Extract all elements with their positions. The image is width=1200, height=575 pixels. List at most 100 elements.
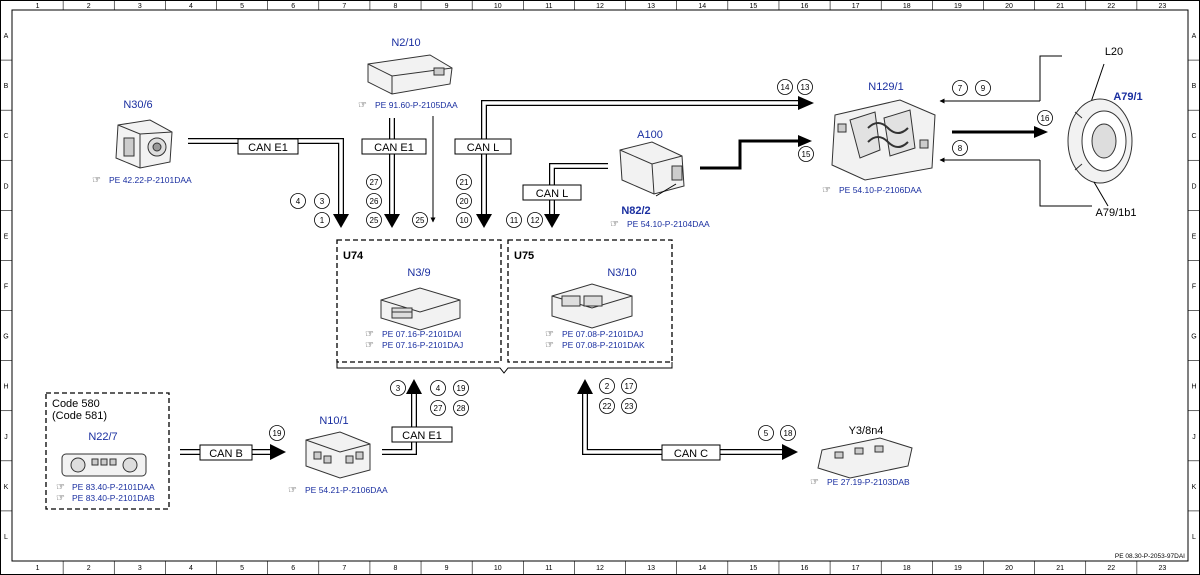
n2-10-ref[interactable]: PE 91.60-P-2105DAA [375, 100, 458, 110]
marker-number-12: 12 [531, 216, 540, 225]
marker-circle-4 [430, 380, 446, 396]
marker-circle-18 [780, 425, 796, 441]
marker-number-19: 19 [457, 384, 466, 393]
grid-row-right-D: D [1191, 183, 1196, 190]
can-b-arrow [270, 444, 286, 460]
n10-1-ref[interactable]: PE 54.21-P-2106DAA [305, 485, 388, 495]
grid-row-left-L: L [4, 534, 8, 541]
n3-9-ref-icon-2: ☞ [365, 340, 374, 351]
marker-number-8: 8 [958, 144, 963, 153]
can-c-wire-inner [583, 392, 784, 454]
n2-10-label: N2/10 [391, 37, 420, 49]
marker-number-20: 20 [460, 197, 469, 206]
can-e1-arrow-n30 [333, 214, 349, 228]
grid-col-top-18: 18 [903, 3, 911, 10]
a100-to-n129-line [700, 139, 800, 170]
n3-10-ref-icon-1: ☞ [545, 329, 554, 340]
n10-1-ref-icon: ☞ [288, 485, 297, 496]
n82-2-ref[interactable]: PE 54.10-P-2104DAA [627, 219, 710, 229]
grid-row-left-E: E [4, 233, 9, 240]
marker-circle-20 [456, 193, 472, 209]
n3-9-ref-1[interactable]: PE 07.16-P-2101DAI [382, 329, 461, 339]
n3-10-ref-2[interactable]: PE 07.08-P-2101DAK [562, 340, 645, 350]
n10-1-sam-icon [305, 431, 371, 479]
grid-row-left-K: K [4, 484, 9, 491]
marker-circle-27 [430, 400, 446, 416]
grid-col-bottom-3: 3 [138, 565, 142, 572]
marker-circle-2 [599, 378, 615, 394]
marker-number-27: 27 [434, 404, 443, 413]
marker-circle-25 [412, 212, 428, 228]
n22-7-panel-icon [61, 453, 147, 477]
grid-col-bottom-5: 5 [240, 565, 244, 572]
marker-circle-28 [453, 400, 469, 416]
y3-8n4-ref-icon: ☞ [810, 477, 819, 488]
marker-number-26: 26 [370, 197, 379, 206]
grid-col-top-5: 5 [240, 3, 244, 10]
n22-7-ref-icon-2: ☞ [56, 493, 65, 504]
grid-col-top-14: 14 [698, 3, 706, 10]
can-e1-label-3: CAN E1 [402, 430, 442, 442]
grid-col-top-3: 3 [138, 3, 142, 10]
u74-u75-bracket [336, 362, 673, 374]
marker-circle-15 [798, 146, 814, 162]
grid-col-bottom-18: 18 [903, 565, 911, 572]
n129-1-ref[interactable]: PE 54.10-P-2106DAA [839, 185, 922, 195]
grid-row-left-A: A [4, 33, 9, 40]
grid-col-bottom-23: 23 [1159, 565, 1167, 572]
grid-row-left-D: D [3, 183, 8, 190]
marker-number-18: 18 [784, 429, 793, 438]
marker-number-2: 2 [605, 382, 610, 391]
grid-col-bottom-22: 22 [1107, 565, 1115, 572]
n2-10-module-icon [367, 54, 453, 95]
n3-10-label: N3/10 [607, 267, 636, 279]
n30-6-ref[interactable]: PE 42.22-P-2101DAA [109, 175, 192, 185]
n22-7-ref-1[interactable]: PE 83.40-P-2101DAA [72, 482, 155, 492]
grid-row-right-C: C [1191, 133, 1196, 140]
grid-col-top-4: 4 [189, 3, 193, 10]
marker-circle-25 [366, 212, 382, 228]
n129-1-ref-icon: ☞ [822, 185, 831, 196]
n3-10-ref-1[interactable]: PE 07.08-P-2101DAJ [562, 329, 643, 339]
y3-8n4-ref[interactable]: PE 27.19-P-2103DAB [827, 477, 910, 487]
grid-col-bottom-10: 10 [494, 565, 502, 572]
grid-row-right-L: L [1192, 534, 1196, 541]
marker-number-27: 27 [370, 178, 379, 187]
n129-1-control-unit-icon [831, 99, 936, 181]
n30-6-label: N30/6 [123, 99, 152, 111]
a79-1b1-label: A79/1b1 [1096, 207, 1137, 219]
n3-9-ref-2[interactable]: PE 07.16-P-2101DAJ [382, 340, 463, 350]
u75-group-box [507, 239, 673, 363]
can-e1-box-2 [361, 138, 427, 155]
marker-circle-27 [366, 174, 382, 190]
marker-number-23: 23 [625, 402, 634, 411]
marker-circle-11 [506, 212, 522, 228]
n82-2-ref-icon: ☞ [610, 219, 619, 230]
marker-number-21: 21 [460, 178, 469, 187]
code-580-label: Code 580 [52, 398, 100, 410]
grid-col-bottom-2: 2 [87, 565, 91, 572]
marker-number-22: 22 [603, 402, 612, 411]
grid-col-top-20: 20 [1005, 3, 1013, 10]
y3-8n4-label: Y3/8n4 [849, 425, 884, 437]
marker-number-25: 25 [370, 216, 379, 225]
marker-circle-16 [1037, 110, 1053, 126]
grid-col-bottom-8: 8 [394, 565, 398, 572]
marker-circle-3 [390, 380, 406, 396]
can-b-label: CAN B [209, 448, 243, 460]
n22-7-ref-2[interactable]: PE 83.40-P-2101DAB [72, 493, 155, 503]
marker-number-25: 25 [416, 216, 425, 225]
can-e1-box-3 [391, 426, 453, 443]
a100-to-n129-arrow [798, 135, 812, 147]
n22-7-ref-icon-1: ☞ [56, 482, 65, 493]
can-l-wire-main-inner [482, 101, 800, 216]
can-e1-label-1: CAN E1 [248, 142, 288, 154]
grid-col-top-9: 9 [445, 3, 449, 10]
can-l-arrow-u74 [476, 214, 492, 228]
grid-col-top-16: 16 [801, 3, 809, 10]
marker-number-7: 7 [958, 84, 963, 93]
grid-col-bottom-21: 21 [1056, 565, 1064, 572]
grid-col-top-11: 11 [545, 3, 552, 10]
grid-col-top-7: 7 [342, 3, 346, 10]
